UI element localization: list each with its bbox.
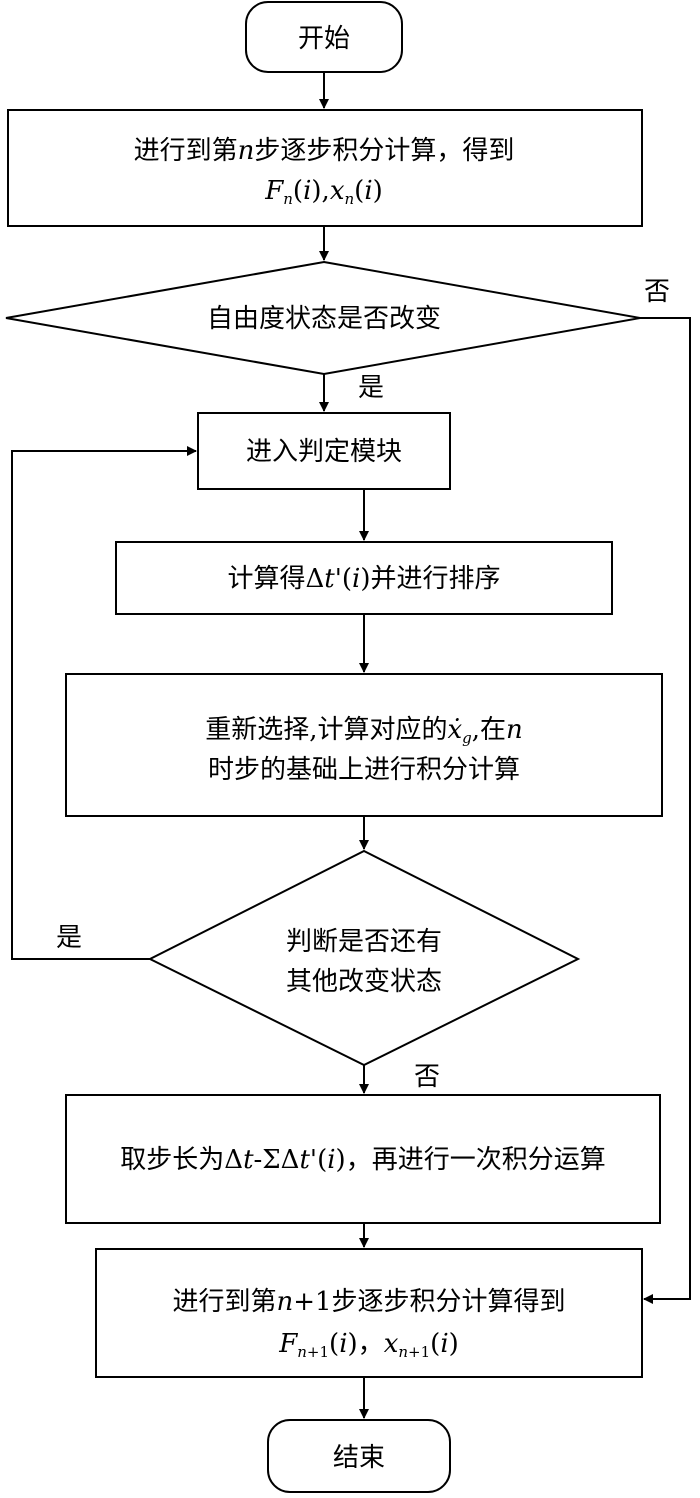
edge-other-yes-loop (11, 446, 197, 960)
check-dof-node: 自由度状态是否改变 (5, 260, 641, 376)
start-node: 开始 (245, 1, 403, 73)
check-other-node: 判断是否还有 其他改变状态 (147, 849, 581, 1067)
dof-yes-label: 是 (358, 373, 384, 403)
reselect-line2: 时步的基础上进行积分计算 (208, 755, 520, 785)
dof-no-label: 否 (644, 277, 670, 307)
step-n-formula: Fn(i),xn(i) (264, 176, 383, 208)
other-yes-label: 是 (56, 923, 82, 953)
enter-module-label: 进入判定模块 (246, 437, 402, 467)
start-label: 开始 (298, 24, 350, 54)
edge-dof-no (640, 317, 691, 1304)
step-n-node: 进行到第n步逐步积分计算，得到 Fn(i),xn(i) (7, 109, 643, 227)
compute-dt-label: 计算得Δt'(i)并进行排序 (227, 564, 500, 594)
step-n1-line1: 进行到第n+1步逐步积分计算得到 (172, 1287, 565, 1317)
check-other-line1: 判断是否还有 (286, 927, 442, 957)
check-dof-label: 自由度状态是否改变 (207, 304, 441, 334)
step-n1-node: 进行到第n+1步逐步积分计算得到 Fn+1(i)，xn+1(i) (95, 1248, 643, 1378)
check-other-line2: 其他改变状态 (286, 967, 442, 997)
enter-module-node: 进入判定模块 (197, 412, 451, 490)
step-n-line1: 进行到第n步逐步积分计算，得到 (134, 136, 515, 166)
end-label: 结束 (333, 1443, 385, 1473)
step-remain-label: 取步长为Δt-ΣΔt'(i)，再进行一次积分运算 (120, 1145, 605, 1175)
reselect-node: 重新选择,计算对应的ẋg,在n 时步的基础上进行积分计算 (65, 673, 663, 817)
end-node: 结束 (267, 1419, 451, 1493)
compute-dt-node: 计算得Δt'(i)并进行排序 (115, 541, 613, 615)
reselect-line1: 重新选择,计算对应的ẋg,在n (205, 715, 523, 747)
step-n1-formula: Fn+1(i)，xn+1(i) (278, 1329, 459, 1361)
step-remain-node: 取步长为Δt-ΣΔt'(i)，再进行一次积分运算 (65, 1094, 661, 1224)
other-no-label: 否 (414, 1062, 440, 1092)
